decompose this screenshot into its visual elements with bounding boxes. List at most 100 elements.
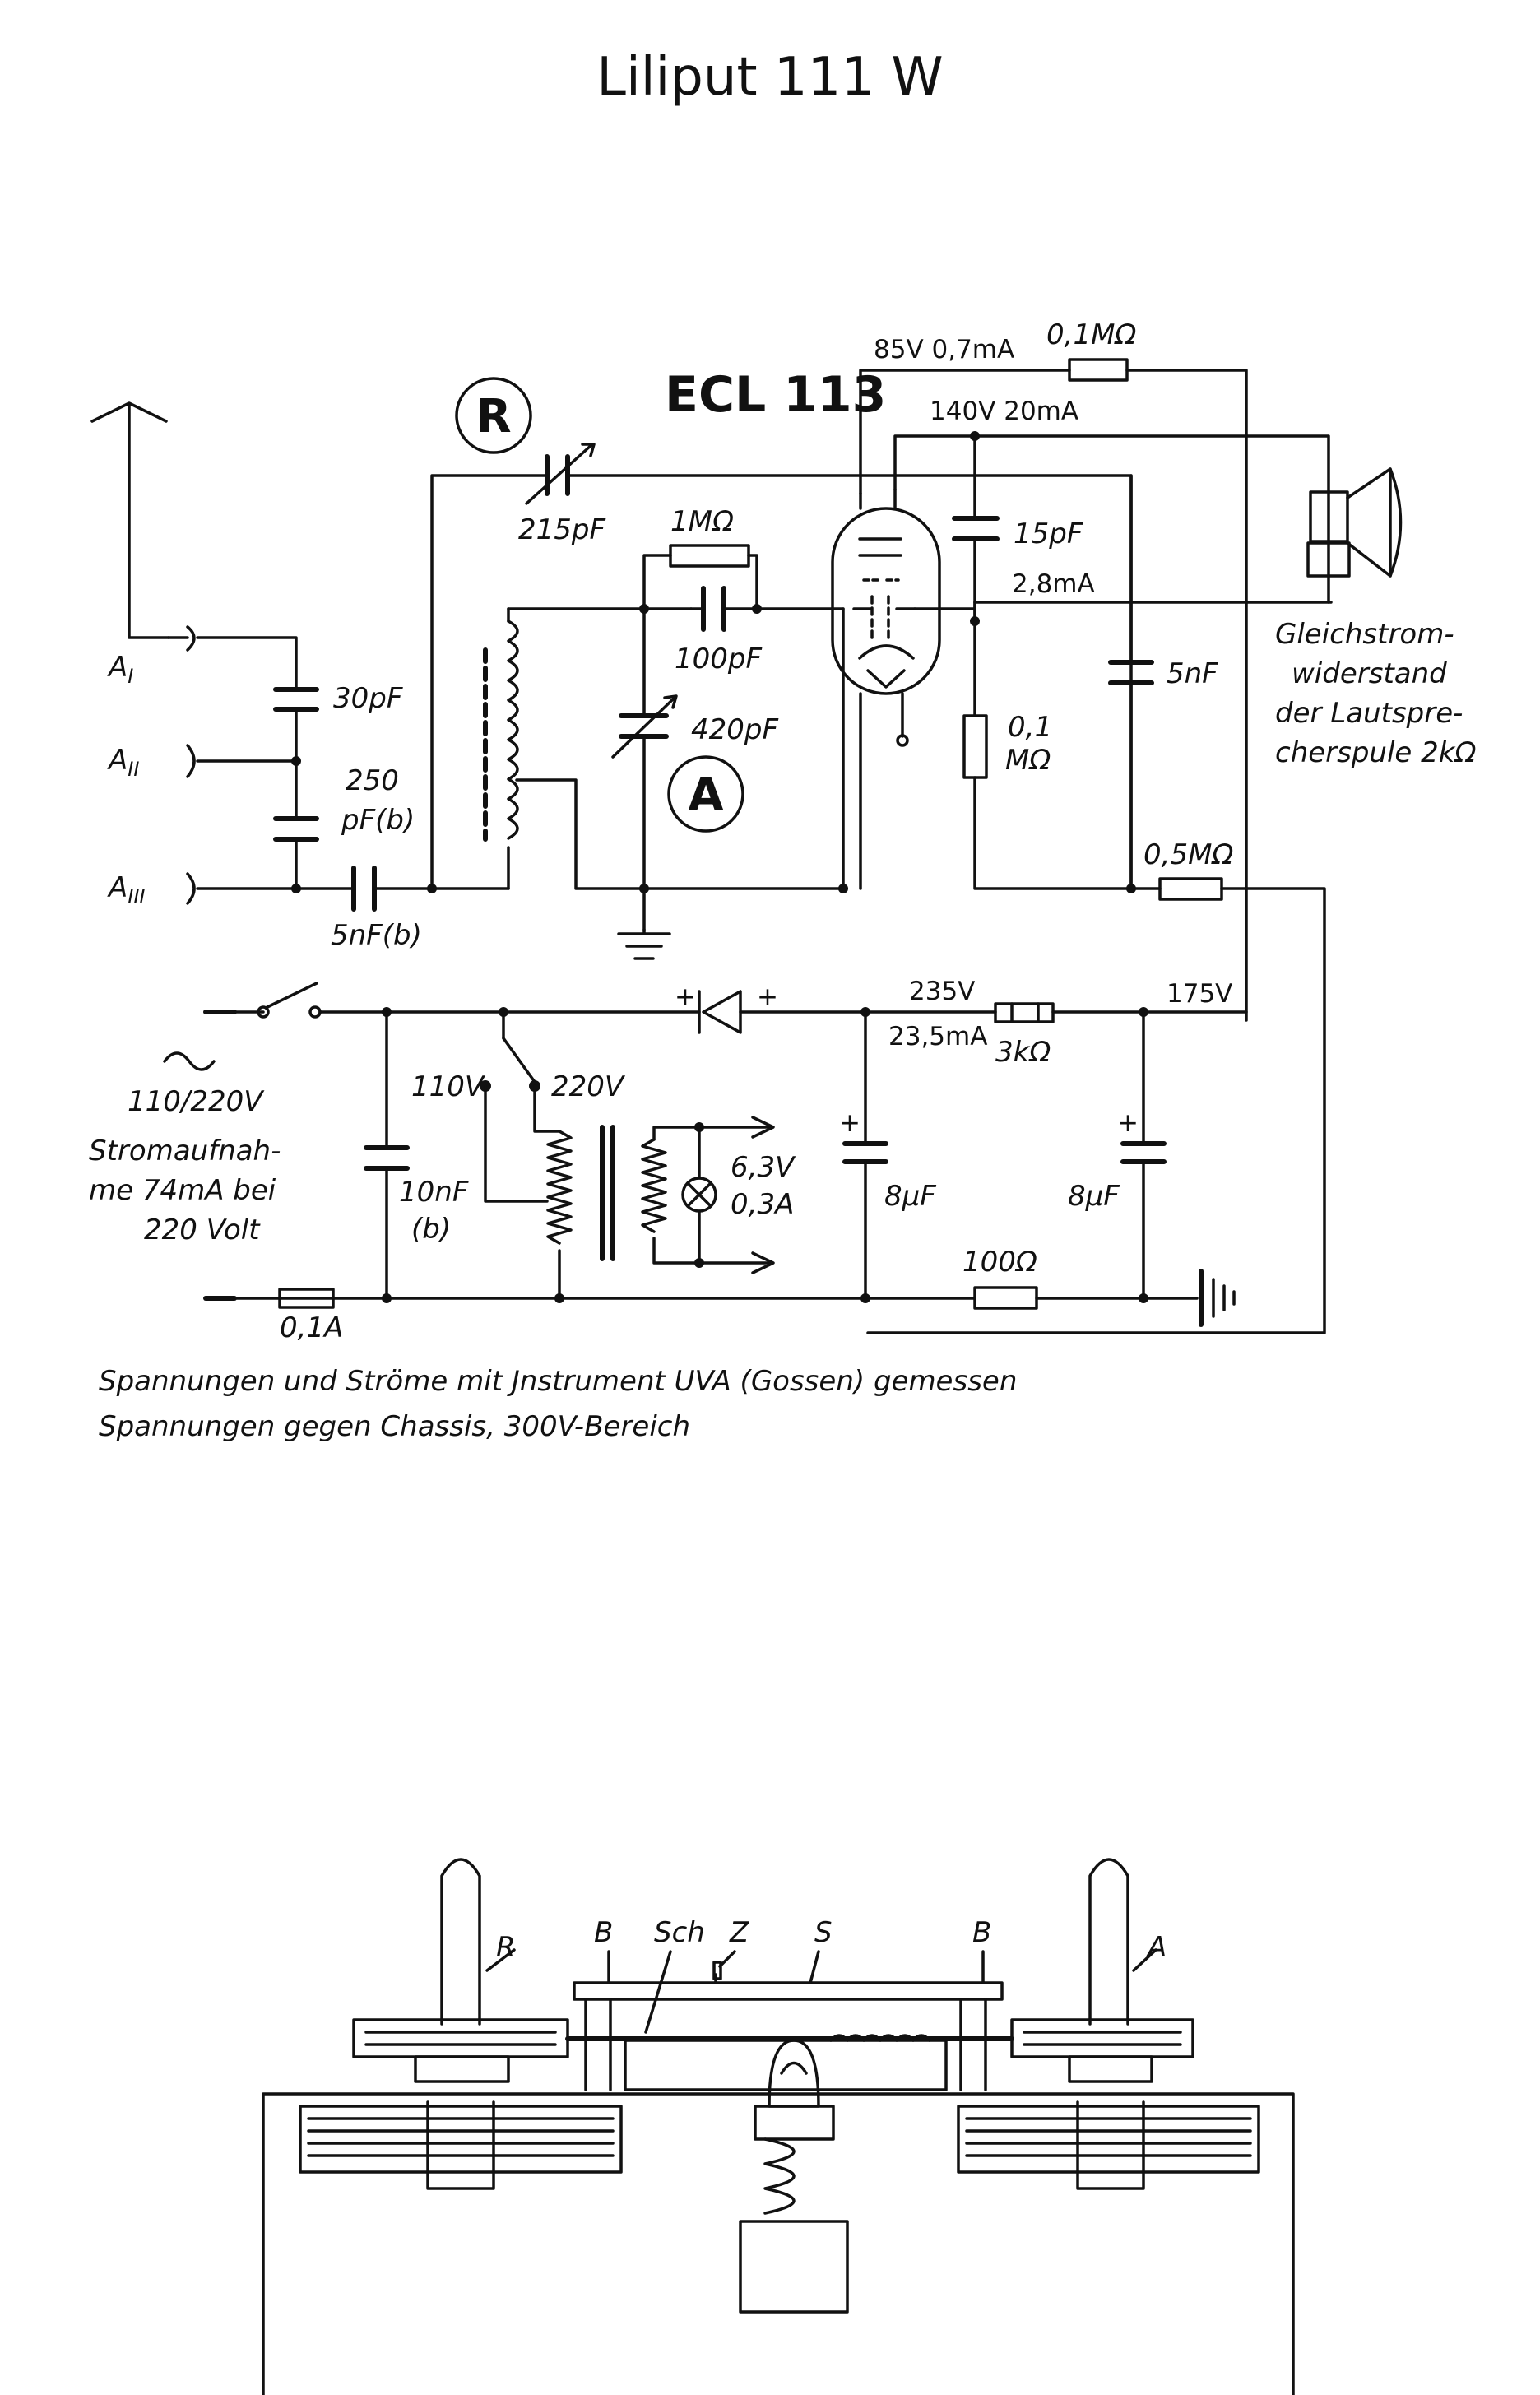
shaft-r: R bbox=[352, 1858, 569, 2083]
mains-note-line-2: me 74mA bei bbox=[89, 1174, 276, 1207]
antenna-jack-a3: AIII bbox=[107, 871, 196, 908]
antenna-symbol bbox=[90, 401, 170, 639]
lamp-voltage-label: 6,3V bbox=[731, 1151, 796, 1184]
reaction-marker: R bbox=[455, 377, 532, 454]
measurement-note-1: Spannungen und Ströme mit Jnstrument UVA… bbox=[99, 1365, 1017, 1398]
antenna-a2-label: AII bbox=[107, 744, 139, 781]
capacitor-5nf-b-label: 5nF(b) bbox=[331, 919, 422, 952]
pilot-lamp: 6,3V 0,3A bbox=[681, 1122, 796, 1268]
antenna-tuning-marker: A bbox=[667, 755, 744, 833]
mechanical-drawing: R A B Sch Z S B bbox=[262, 1858, 1295, 2395]
dial-bridge: B Sch Z S B bbox=[565, 1916, 1014, 2091]
selector-110v-label: 110V bbox=[411, 1070, 486, 1103]
capacitor-30pf-label: 30pF bbox=[333, 682, 403, 715]
speaker-note-line-1: Gleichstrom- bbox=[1275, 618, 1454, 651]
resistor-3k: 3kΩ bbox=[994, 1002, 1055, 1069]
capacitor-5nf-b: 5nF(b) bbox=[331, 866, 422, 952]
voltage-85v-label: 85V 0,7mA bbox=[874, 335, 1014, 364]
shaft-a: A bbox=[1010, 1858, 1194, 2083]
capacitor-8uf-right-label: 8µF bbox=[1068, 1180, 1120, 1213]
page-title: Liliput 111 W bbox=[596, 47, 943, 108]
resistor-0-1m-top: 0,1MΩ bbox=[1046, 318, 1136, 382]
mains-voltage-label: 110/220V bbox=[128, 1085, 265, 1118]
capacitor-10nf-label-2: (b) bbox=[411, 1213, 451, 1246]
reaction-marker-letter: R bbox=[475, 390, 511, 443]
mech-label-r: R bbox=[496, 1931, 516, 1964]
variable-capacitor-215pf: 215pF bbox=[518, 443, 605, 546]
capacitor-8uf-left: + 8µF bbox=[839, 1108, 936, 1213]
capacitor-5nf-label: 5nF bbox=[1167, 657, 1218, 690]
resistor-1m: 1MΩ bbox=[669, 505, 750, 568]
capacitor-10nf-b: 10nF (b) bbox=[364, 1145, 469, 1246]
dial-lamp bbox=[739, 2039, 849, 2314]
capacitor-8uf-left-label: 8µF bbox=[884, 1180, 936, 1213]
resistor-3k-label: 3kΩ bbox=[995, 1036, 1051, 1069]
variable-capacitor-420pf: 420pF bbox=[611, 694, 778, 759]
resistor-0-5m-label: 0,5MΩ bbox=[1143, 838, 1233, 871]
voltage-235v-label: 235V bbox=[909, 977, 975, 1006]
circuit-schematic: AI AII AIII 30pF 250 pF(b) 5nF(b) bbox=[89, 318, 1476, 1443]
tube-label: ECL 113 bbox=[665, 366, 886, 424]
capacitor-30pf: 30pF bbox=[273, 682, 403, 715]
power-transformer bbox=[546, 1125, 771, 1300]
capacitor-215pf-label: 215pF bbox=[518, 513, 605, 546]
coil-stack-right bbox=[957, 2100, 1260, 2190]
ground-symbol-tuning bbox=[617, 928, 671, 960]
resistor-1m-label: 1MΩ bbox=[670, 505, 734, 538]
mech-label-z: Z bbox=[729, 1916, 749, 1949]
mains-switch bbox=[203, 982, 322, 1019]
resistor-100: 100Ω bbox=[962, 1246, 1038, 1310]
cap-left-plus: + bbox=[839, 1108, 860, 1138]
capacitor-15pf-label: 15pF bbox=[1014, 518, 1083, 550]
coil-stack-left bbox=[299, 2100, 623, 2190]
selector-220v-label: 220V bbox=[551, 1070, 626, 1103]
mech-label-sch: Sch bbox=[654, 1916, 705, 1949]
ground-symbol-chassis bbox=[1199, 1269, 1236, 1327]
resistor-0-1m-top-label: 0,1MΩ bbox=[1046, 318, 1136, 351]
antenna-jack-a2: AII bbox=[107, 744, 196, 781]
capacitor-8uf-right: + 8µF bbox=[1068, 1108, 1167, 1213]
loudspeaker bbox=[1306, 467, 1403, 604]
fuse-0-1a: 0,1A bbox=[203, 1288, 343, 1344]
measurement-note-2: Spannungen gegen Chassis, 300V-Bereich bbox=[99, 1410, 690, 1443]
current-23-5ma-label: 23,5mA bbox=[888, 1022, 987, 1051]
tube-ecl113 bbox=[831, 488, 941, 890]
speaker-note: Gleichstrom- widerstand der Lautspre- ch… bbox=[1275, 618, 1476, 769]
voltage-175v-label: 175V bbox=[1167, 979, 1232, 1009]
capacitor-250pf: 250 pF(b) bbox=[273, 764, 415, 842]
capacitor-5nf: 5nF bbox=[1108, 657, 1218, 690]
diode-plus-label: + bbox=[675, 982, 696, 1012]
diode-plus-label-right: + bbox=[757, 982, 778, 1012]
capacitor-250pf-label-2: pF(b) bbox=[341, 804, 415, 837]
mains-note-line-1: Stromaufnah- bbox=[89, 1135, 281, 1167]
antenna-a3-label: AIII bbox=[107, 871, 146, 908]
mech-label-b-right: B bbox=[972, 1916, 991, 1949]
mech-label-s: S bbox=[814, 1916, 833, 1949]
antenna-jack-a1: AI bbox=[107, 625, 196, 688]
mech-label-b-left: B bbox=[594, 1916, 613, 1949]
resistor-0-1m-label-1: 0,1 bbox=[1008, 711, 1052, 744]
mains-label: 110/220V Stromaufnah- me 74mA bei 220 Vo… bbox=[89, 1051, 281, 1246]
capacitor-100pf-label: 100pF bbox=[675, 643, 762, 675]
capacitor-420pf-label: 420pF bbox=[691, 713, 778, 746]
antenna-tuning-marker-letter: A bbox=[688, 768, 724, 822]
mains-note-line-3: 220 Volt bbox=[144, 1214, 261, 1246]
antenna-coil bbox=[483, 607, 845, 890]
rectifier-diode: + + bbox=[675, 982, 778, 1034]
lamp-current-label: 0,3A bbox=[731, 1188, 794, 1221]
antenna-a1-label: AI bbox=[107, 651, 133, 688]
capacitor-250pf-label-1: 250 bbox=[346, 764, 399, 797]
speaker-note-line-3: der Lautspre- bbox=[1275, 697, 1463, 730]
resistor-0-5m: 0,5MΩ bbox=[1143, 838, 1233, 901]
voltage-140v-label: 140V 20mA bbox=[930, 397, 1078, 426]
resistor-0-1m-label-2: MΩ bbox=[1005, 744, 1051, 777]
resistor-0-1m: 0,1 MΩ bbox=[962, 711, 1052, 779]
fuse-label: 0,1A bbox=[280, 1311, 343, 1344]
cap-right-plus: + bbox=[1117, 1108, 1139, 1138]
current-2-8ma-label: 2,8mA bbox=[1012, 569, 1095, 599]
speaker-note-line-2: widerstand bbox=[1292, 657, 1447, 690]
speaker-note-line-4: cherspule 2kΩ bbox=[1275, 736, 1476, 769]
resistor-100-label: 100Ω bbox=[962, 1246, 1037, 1279]
capacitor-10nf-label-1: 10nF bbox=[399, 1176, 469, 1209]
